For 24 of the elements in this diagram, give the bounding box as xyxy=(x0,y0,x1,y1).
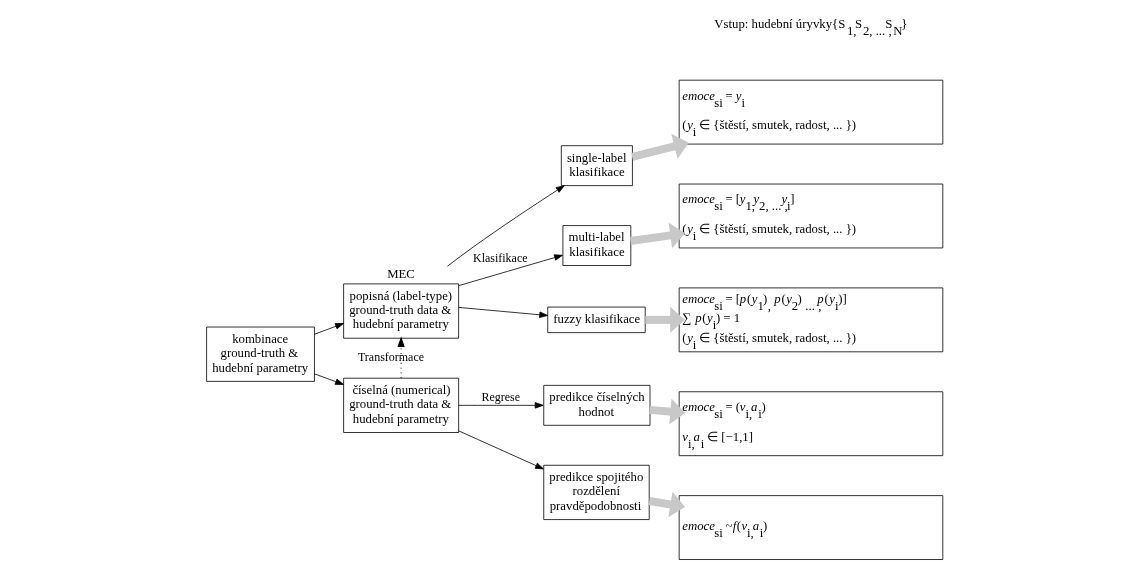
node-label: MEC xyxy=(386,267,415,282)
edge-label: Klasifikace xyxy=(472,250,528,265)
node-box: kombinace ground-truth & hudební parametry xyxy=(205,326,315,382)
arrow xyxy=(457,402,544,409)
edge-label: Regrese xyxy=(480,390,520,405)
arrow xyxy=(630,133,689,161)
arrow xyxy=(446,185,565,267)
node-box: predikce spojitého rozdělení pravděpodobnosti xyxy=(542,464,650,520)
node-box: popisná (label-type) ground-truth data & hudební parametry xyxy=(342,283,459,339)
node-box: predikce číselných hodnot xyxy=(542,384,650,426)
arrow xyxy=(644,306,685,333)
node-box: číselná (numerical) ground-truth data & hudební parametry xyxy=(342,377,459,433)
arrow xyxy=(457,430,544,470)
node-box: fuzzy klasifikace xyxy=(546,306,646,334)
arrow xyxy=(648,398,685,425)
arrow xyxy=(397,336,405,379)
arrow xyxy=(313,323,344,335)
node-box: single-label klasifikace xyxy=(560,145,633,187)
arrow xyxy=(457,254,563,287)
node-box: multi-label klasifikace xyxy=(562,225,631,266)
arrow xyxy=(457,307,548,318)
edge-label: Transformace xyxy=(357,350,424,364)
arrow xyxy=(313,373,344,385)
arrow xyxy=(629,222,685,249)
